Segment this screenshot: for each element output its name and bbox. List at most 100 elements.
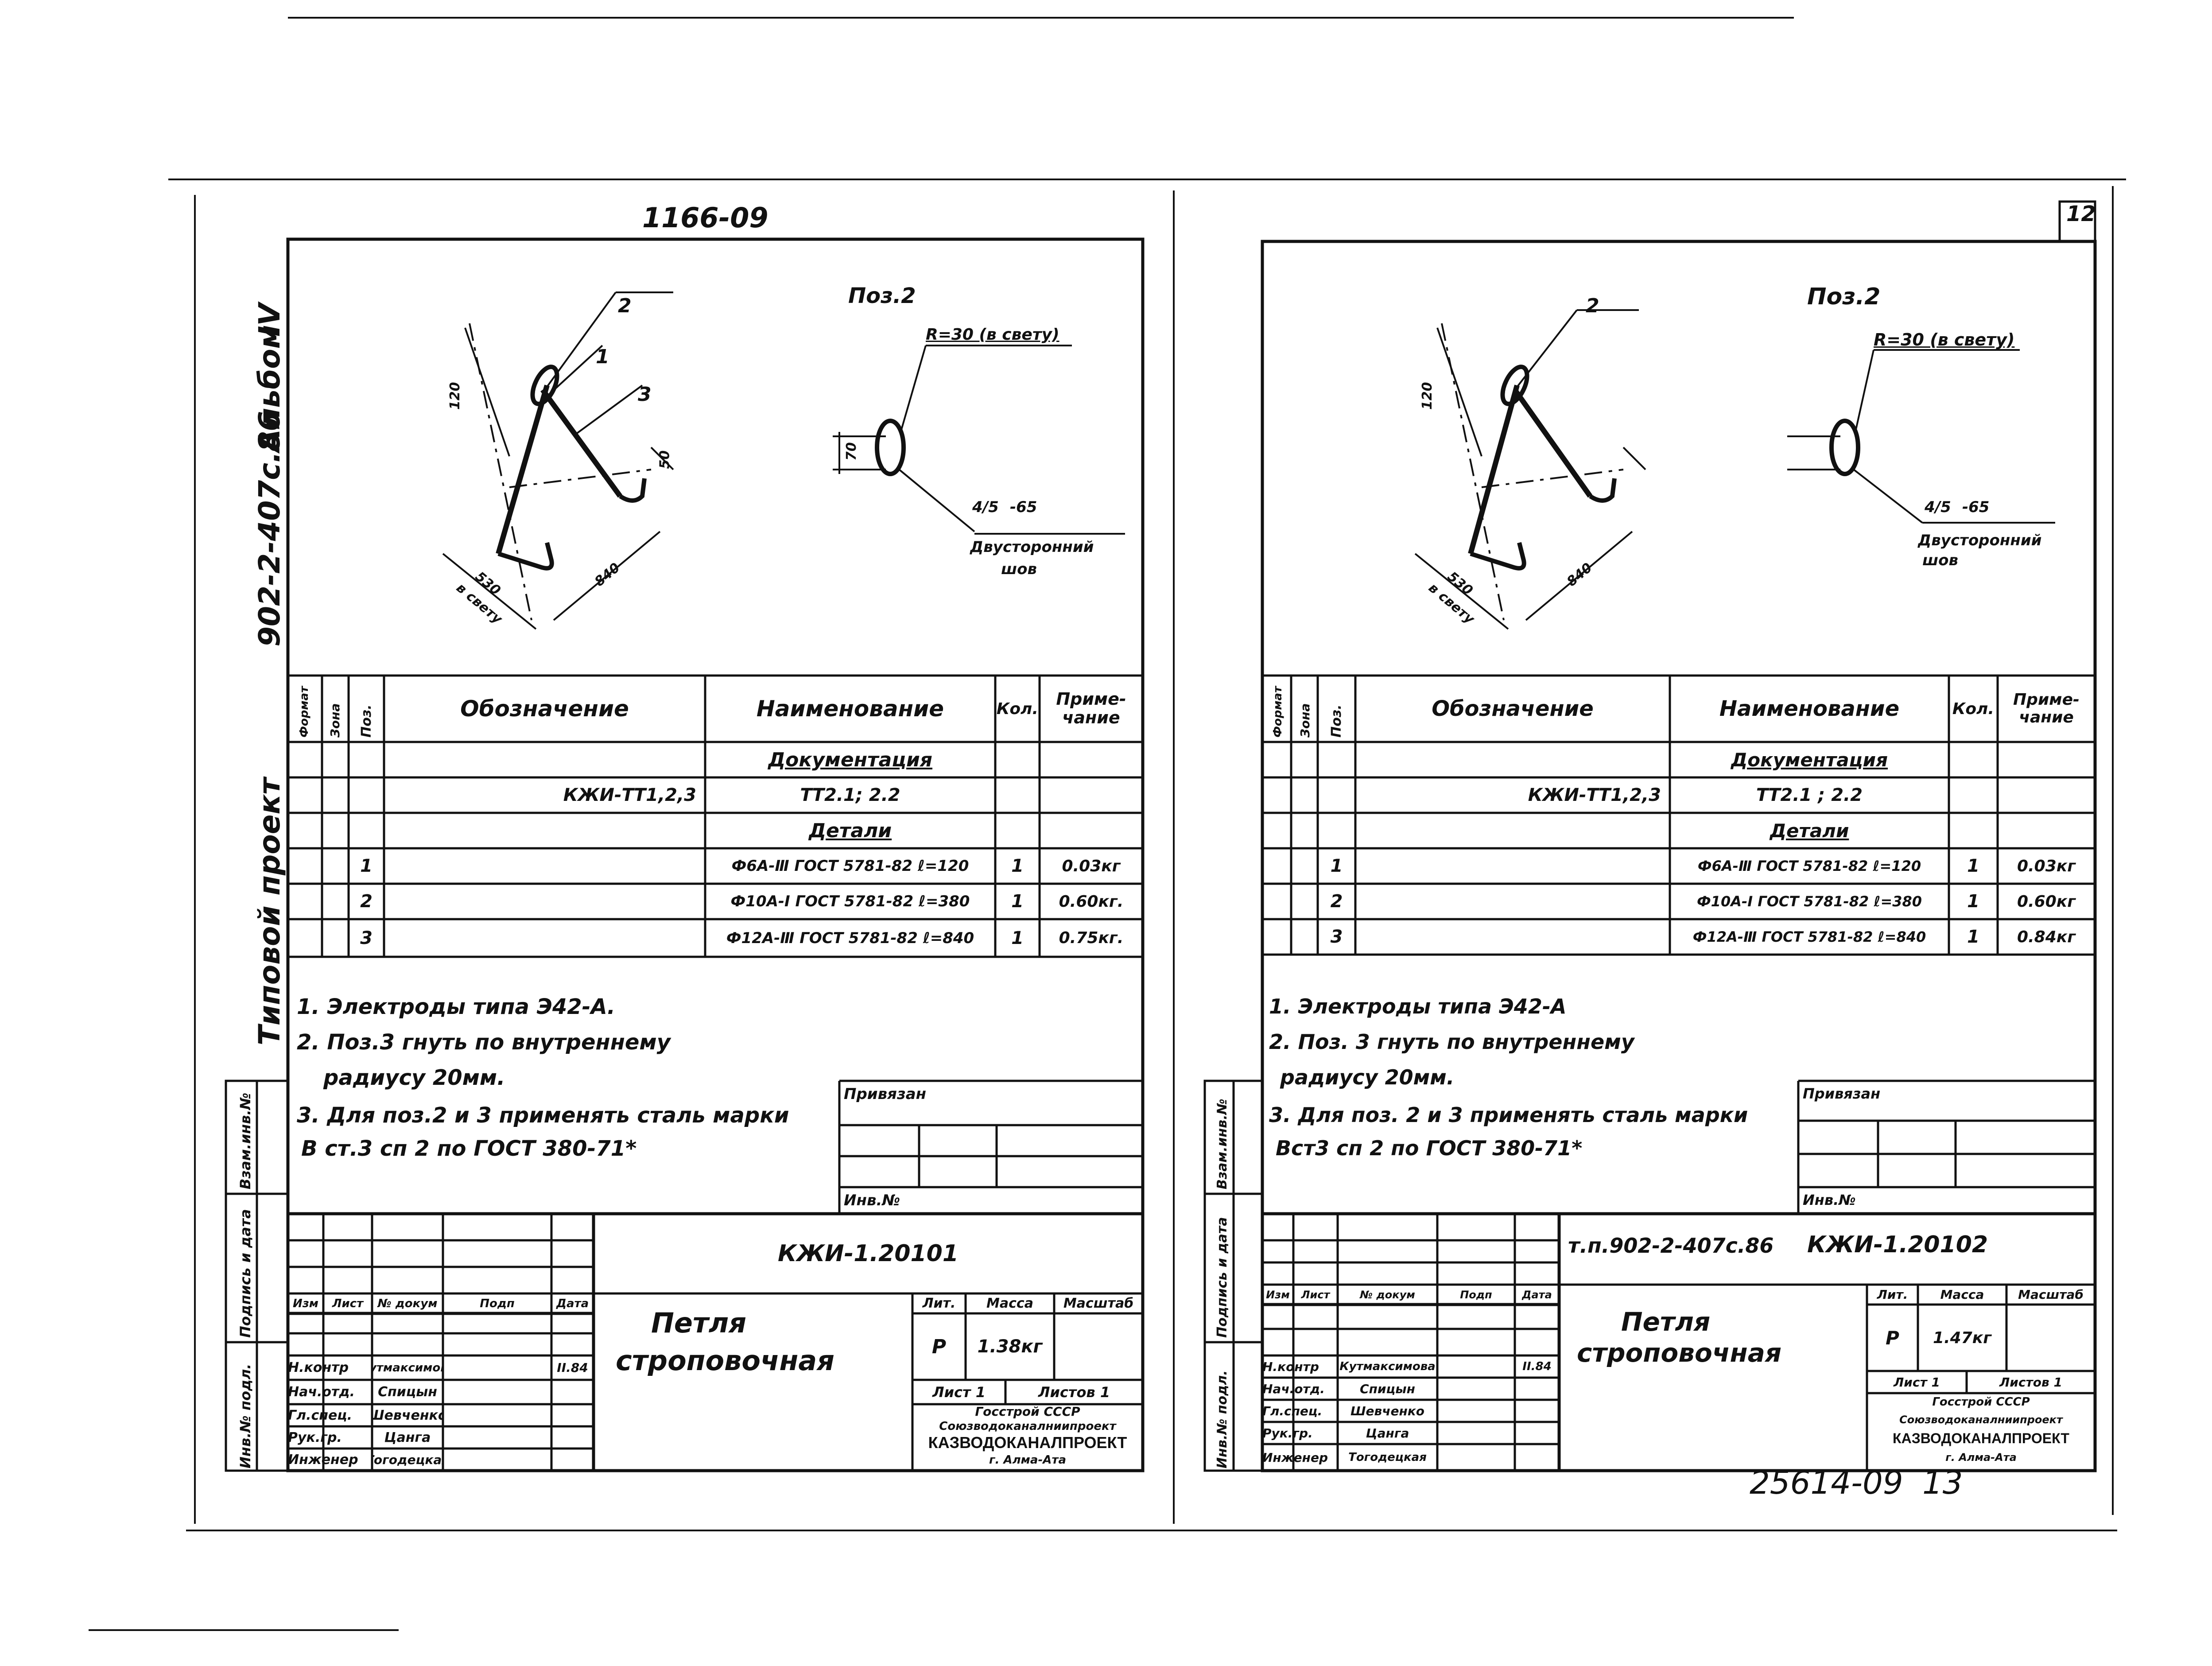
org-3: КАЗВОДОКАНАЛПРОЕКТ <box>928 1433 1127 1452</box>
pos2-title: Поз.2 <box>848 283 916 308</box>
right-section-documentation: Документация <box>1731 749 1888 771</box>
callout-3: 3 <box>638 383 652 406</box>
doc-name: ТТ2.1; 2.2 <box>800 785 900 805</box>
margin-replace-label-right: Взам.инв.№ <box>1215 1099 1230 1189</box>
right-row2-pos: 2 <box>1330 891 1343 912</box>
right-th-sheet: Лист <box>1301 1288 1330 1301</box>
note-2: 2. Поз.3 гнуть по внутреннему <box>297 1030 671 1055</box>
header-zone: Зона <box>328 703 342 738</box>
side-stamp-project: Типовой проект <box>252 777 287 1045</box>
margin-sign-label: Подпись и дата <box>237 1209 254 1338</box>
scale-label: Масштаб <box>1063 1296 1134 1311</box>
row1-pos: 1 <box>360 856 373 876</box>
header-qty: Кол. <box>996 699 1039 718</box>
mass-value: 1.38кг <box>977 1336 1043 1357</box>
date-mark: II.84 <box>557 1360 588 1375</box>
right-th-sign: Подп <box>1460 1288 1492 1301</box>
right-org-1: Госстрой СССР <box>1932 1395 2030 1409</box>
right-header-designation: Обозначение <box>1432 696 1594 721</box>
margin-inv-label-right: Инв.№ подл. <box>1215 1370 1230 1468</box>
right-series-ref: т.п.902-2-407с.86 <box>1568 1234 1774 1258</box>
right-weld-fraction: 4/5 <box>1925 498 1951 516</box>
role-4: Рук.гр. <box>288 1429 342 1445</box>
dim-120: 120 <box>447 382 463 410</box>
binding-title: Привязан <box>844 1085 927 1103</box>
row3-note: 0.75кг. <box>1059 929 1124 947</box>
right-doc-designation: КЖИ-ТТ1,2,3 <box>1528 785 1661 805</box>
right-org-2: Союзводоканалниипроект <box>1899 1414 2063 1426</box>
header-name: Наименование <box>756 696 944 722</box>
right-person-1: Кутмаксимова <box>1339 1360 1436 1373</box>
right-role-1: Н.контр <box>1262 1359 1319 1374</box>
callout-2: 2 <box>618 295 632 317</box>
header-pos: Поз. <box>359 704 374 738</box>
right-row1-pos: 1 <box>1330 856 1343 876</box>
note-3-cont: В ст.3 сп 2 по ГОСТ 380-71* <box>301 1136 637 1161</box>
right-row2-note: 0.60кг <box>2017 892 2076 911</box>
item-name-2: строповочная <box>616 1344 834 1377</box>
callout-1: 1 <box>596 346 609 368</box>
right-header-qty: Кол. <box>1952 699 1995 718</box>
section-details: Детали <box>808 819 892 842</box>
right-row1-note: 0.03кг <box>2017 857 2076 875</box>
row3-name: Ф12A-Ⅲ ГОСТ 5781-82 ℓ=840 <box>726 929 974 947</box>
right-sheets-label: Листов 1 <box>1999 1375 2062 1390</box>
side-stamp-album-number: IV <box>252 303 287 337</box>
right-row3-name: Ф12A-Ⅲ ГОСТ 5781-82 ℓ=840 <box>1692 928 1926 945</box>
right-weld-note-2: шов <box>1922 551 1958 569</box>
right-th-change: Изм <box>1266 1288 1290 1301</box>
header-designation: Обозначение <box>460 696 629 722</box>
right-role-2: Нач.отд. <box>1262 1381 1325 1396</box>
weld-note-2: шов <box>1001 560 1037 578</box>
right-pos2-title: Поз.2 <box>1807 283 1881 310</box>
right-header-zone: Зона <box>1298 703 1312 738</box>
right-item-name-1: Петля <box>1621 1307 1711 1337</box>
right-dim-120: 120 <box>1420 382 1435 410</box>
section-documentation: Документация <box>768 748 933 771</box>
right-date-mark: II.84 <box>1522 1360 1552 1373</box>
dim-70: 70 <box>844 442 859 461</box>
person-4: Цанга <box>384 1429 431 1445</box>
margin-sign-label-right: Подпись и дата <box>1215 1217 1230 1338</box>
right-binding-inv: Инв.№ <box>1803 1192 1856 1208</box>
right-weld-note-1: Двусторонний <box>1918 532 2042 549</box>
right-org-3: КАЗВОДОКАНАЛПРОЕКТ <box>1893 1430 2069 1446</box>
th-sign: Подп <box>480 1297 515 1310</box>
weld-fraction: 4/5 <box>972 498 999 516</box>
right-person-3: Шевченко <box>1350 1403 1425 1418</box>
right-person-2: Спицын <box>1360 1381 1415 1396</box>
right-row3-qty: 1 <box>1967 927 1979 947</box>
person-2: Спицын <box>378 1384 437 1400</box>
right-role-3: Гл.спец. <box>1262 1403 1323 1418</box>
right-item-name-2: строповочная <box>1577 1338 1782 1368</box>
sheets-label: Листов 1 <box>1038 1383 1110 1401</box>
row1-name: Ф6A-Ⅲ ГОСТ 5781-82 ℓ=120 <box>731 857 969 875</box>
top-code: 1166-09 <box>642 202 768 234</box>
dim-50: 50 <box>657 450 673 469</box>
person-5: Тогодецкая <box>372 1452 443 1467</box>
th-change: Изм <box>292 1297 319 1310</box>
right-mass-label: Масса <box>1940 1287 1984 1302</box>
role-1: Н.контр <box>288 1360 349 1375</box>
right-doc-name: ТТ2.1 ; 2.2 <box>1756 785 1863 805</box>
right-section-details: Детали <box>1770 819 1849 842</box>
role-3: Гл.спец. <box>288 1407 352 1423</box>
th-date: Дата <box>556 1297 589 1310</box>
role-5: Инженер <box>288 1452 358 1468</box>
right-th-docno: № докум <box>1360 1288 1415 1301</box>
right-header-format: Формат <box>1271 686 1285 738</box>
right-role-4: Рук.гр. <box>1262 1425 1313 1441</box>
right-weld-value: -65 <box>1962 498 1990 516</box>
row3-qty: 1 <box>1011 928 1024 948</box>
header-note: Приме-чание <box>1056 689 1126 727</box>
right-sheet-label: Лист 1 <box>1894 1375 1940 1390</box>
right-header-pos: Поз. <box>1329 704 1344 738</box>
margin-inv-label: Инв.№ подл. <box>237 1363 254 1468</box>
right-role-5: Инженер <box>1262 1450 1328 1465</box>
right-header-name: Наименование <box>1719 696 1900 721</box>
row2-note: 0.60кг. <box>1059 892 1124 911</box>
doc-code: КЖИ-1.20101 <box>777 1240 959 1267</box>
lit-label: Лит. <box>922 1296 956 1311</box>
right-row3-note: 0.84кг <box>2017 928 2076 946</box>
right-lit-label: Лит. <box>1877 1287 1908 1302</box>
